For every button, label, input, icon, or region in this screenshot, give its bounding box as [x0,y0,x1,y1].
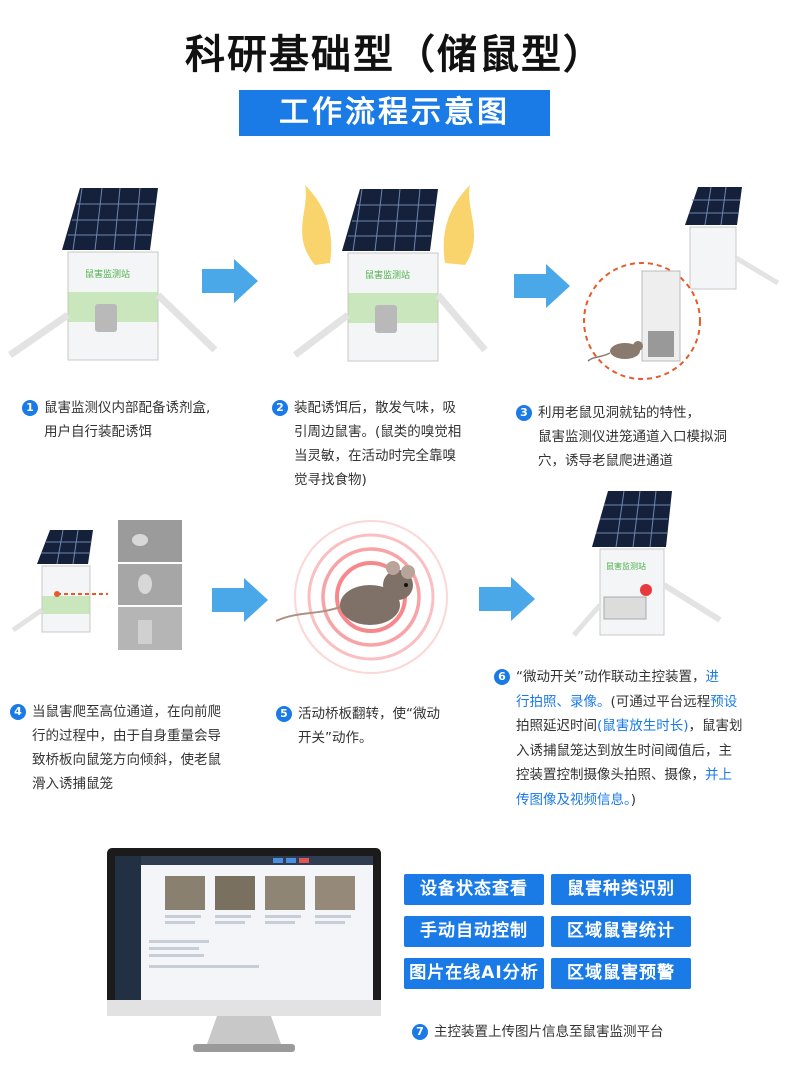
feature-manual-auto-control: 手动自动控制 [404,916,544,947]
step-number-badge: 1 [22,400,38,416]
feature-ai-image-analysis: 图片在线AI分析 [404,958,544,989]
flow-arrow-2 [514,264,570,308]
solar-panel [342,188,438,252]
device-label: 鼠害监测站 [606,561,646,571]
flow-arrow-3 [212,578,268,622]
feature-regional-statistics: 区域鼠害统计 [551,916,691,947]
step-number-badge: 5 [276,706,292,722]
camera-icon [640,584,652,596]
platform-screenshot [115,856,373,1000]
device-illustration-1: 鼠害监测站 [8,187,218,361]
step-number-badge: 7 [412,1024,428,1040]
mouse-icon [587,341,643,362]
feature-regional-warning: 区域鼠害预警 [551,958,691,989]
scent-flame-icon [302,185,475,265]
step-number-badge: 4 [10,704,26,720]
entrance-tunnel [641,270,681,362]
solar-panel [37,529,93,565]
page-title: 科研基础型（储鼠型） [185,32,605,78]
ripple-rings [294,520,448,674]
monitor-illustration [107,848,381,1052]
device-illustration-6: 鼠害监测站 [572,490,722,637]
device-label: 鼠害监测站 [365,269,410,281]
solar-panel [685,186,742,226]
step-number-badge: 6 [494,669,510,685]
feature-device-status: 设备状态查看 [404,874,544,905]
device-illustration-2: 鼠害监测站 [292,185,488,362]
step-number-badge: 3 [516,405,532,421]
mouse-vibration-illustration [275,520,448,674]
mouse-icon [275,561,415,625]
feature-species-recognition: 鼠害种类识别 [551,874,691,905]
solar-panel [62,187,158,251]
device-illustration-4 [11,520,182,650]
solar-panel [592,490,672,548]
device-label: 鼠害监测站 [85,268,130,280]
step-6-text: 6“微动开关”动作联动主控装置，进 行拍照、录像。(可通过平台远程预设 拍照延迟… [494,665,743,812]
flow-arrow-4 [479,577,535,621]
device-illustration-3 [583,186,780,380]
photo-sequence [118,520,182,650]
subtitle-banner: 工作流程示意图 [239,90,550,136]
step-number-badge: 2 [272,400,288,416]
flow-arrow-1 [202,259,258,303]
